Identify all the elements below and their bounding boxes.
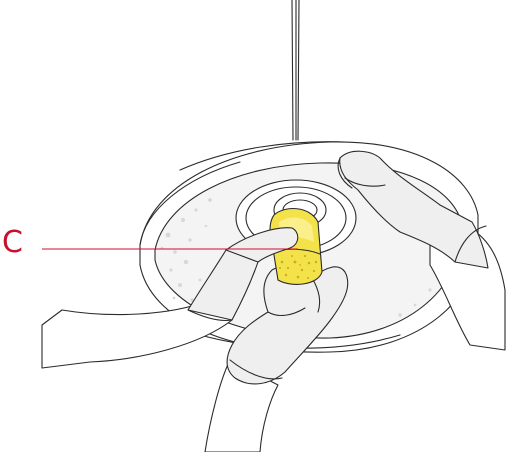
suspension-cables xyxy=(291,0,300,141)
callout-label: C xyxy=(2,225,23,260)
lamp-speckle-texture xyxy=(160,198,454,317)
right-gloved-hand xyxy=(337,150,506,351)
bulb-texture xyxy=(279,254,318,279)
gloved-hand-icon xyxy=(339,150,489,269)
left-arm-sleeve xyxy=(41,249,259,369)
gloved-hand-icon xyxy=(226,266,349,385)
left-gloved-hand xyxy=(204,266,349,452)
callout-c: C xyxy=(2,225,298,260)
